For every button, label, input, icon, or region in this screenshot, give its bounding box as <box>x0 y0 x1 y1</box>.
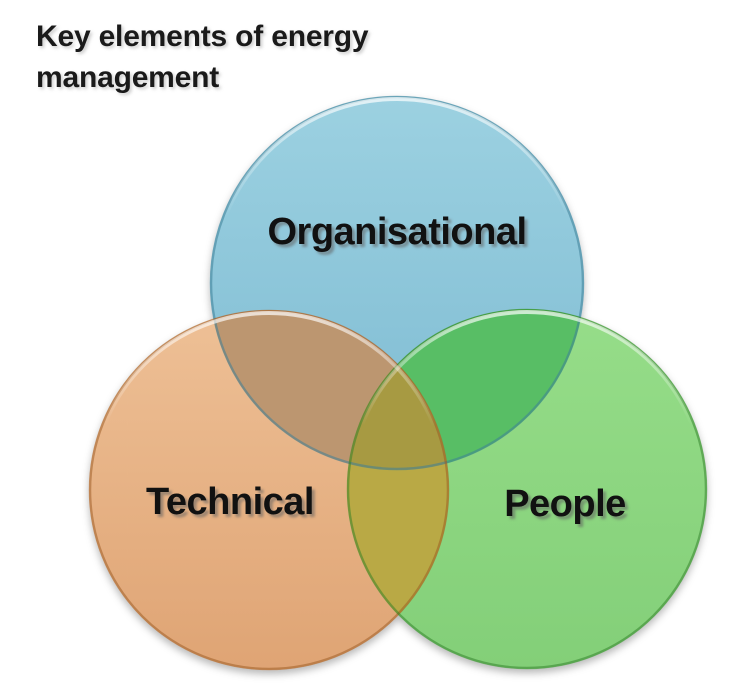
label-people-shadow: People <box>507 486 629 528</box>
overlap-organisational-people <box>347 309 584 470</box>
slide-title: Key elements of energy management <box>36 20 369 94</box>
label-people: People <box>504 483 626 525</box>
label-technical: Technical <box>146 481 314 523</box>
label-organisational-shadow: Organisational <box>270 214 529 256</box>
circle-technical-highlight <box>90 311 448 669</box>
circle-organisational-highlight <box>211 97 583 469</box>
circle-people-highlight <box>348 310 706 668</box>
label-technical-shadow: Technical <box>149 484 317 526</box>
overlap-organisational-technical <box>210 310 449 470</box>
venn-circles-group <box>88 95 708 671</box>
label-organisational: Organisational <box>267 211 526 253</box>
